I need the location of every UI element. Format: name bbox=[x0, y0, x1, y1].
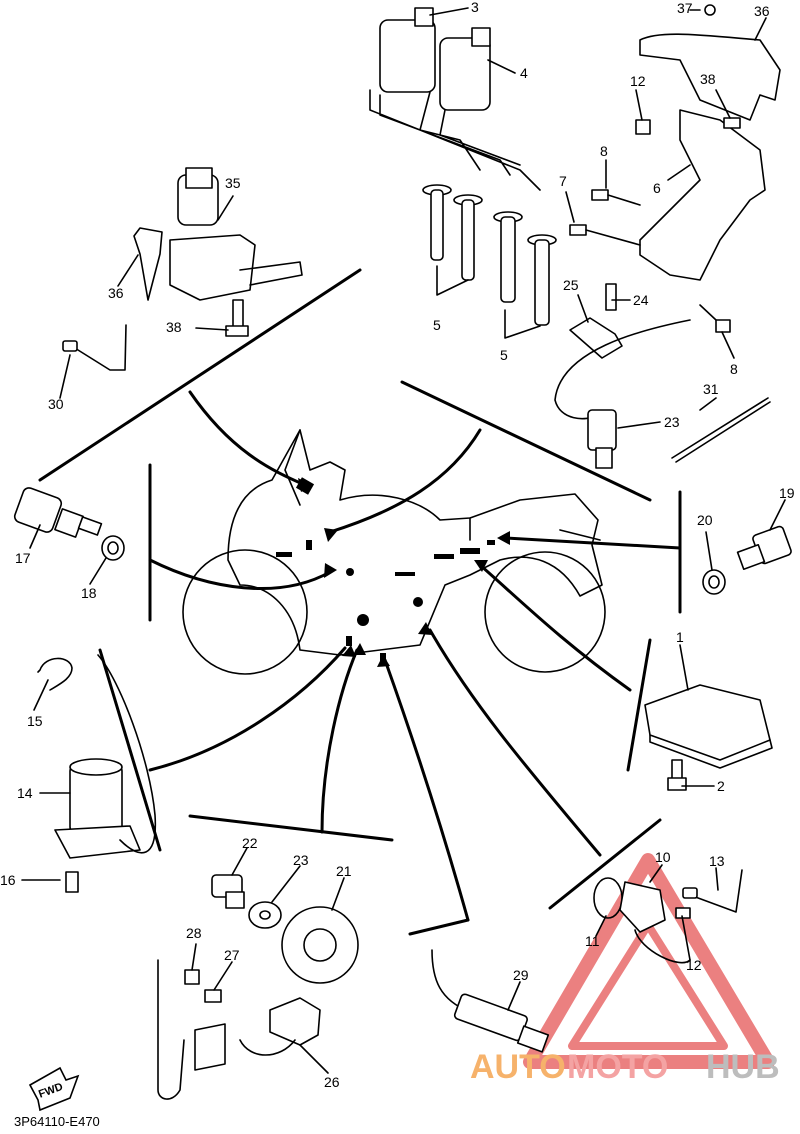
label-30: 29 bbox=[513, 967, 529, 983]
label-8-upper: 8 bbox=[600, 143, 608, 159]
leader-lines bbox=[38, 268, 682, 936]
label-28: 27 bbox=[224, 947, 240, 963]
label-3: 3 bbox=[471, 0, 479, 15]
label-17: 17 bbox=[15, 550, 31, 566]
label-2: 2 bbox=[717, 778, 725, 794]
motorcycle-outline bbox=[182, 429, 606, 675]
label-33: 36 bbox=[754, 3, 770, 19]
label-38: 38 bbox=[166, 319, 182, 335]
brackets bbox=[569, 4, 781, 333]
label-34: 37 bbox=[677, 0, 693, 16]
label-5-upper: 5 bbox=[433, 317, 441, 333]
sensor-assembly bbox=[554, 283, 771, 469]
label-23: 23 bbox=[293, 852, 309, 868]
locator-marks bbox=[276, 477, 495, 661]
label-21: 21 bbox=[336, 863, 352, 879]
label-12: 12 bbox=[686, 957, 702, 973]
watermark-hub: HUB bbox=[706, 1048, 780, 1086]
label-36: 35 bbox=[225, 175, 241, 191]
label-19: 19 bbox=[779, 485, 795, 501]
label-9: 12 bbox=[630, 73, 646, 89]
label-16: 16 bbox=[0, 872, 16, 888]
lead-wire bbox=[62, 324, 127, 371]
label-18: 18 bbox=[81, 585, 97, 601]
label-4: 4 bbox=[520, 65, 528, 81]
label-7: 7 bbox=[559, 173, 567, 189]
diagram-code: 3P64110-E470 bbox=[14, 1114, 100, 1129]
label-37: 36 bbox=[108, 285, 124, 301]
temp-sensor-right bbox=[702, 525, 792, 595]
label-13: 13 bbox=[709, 853, 725, 869]
label-32: 31 bbox=[703, 381, 719, 397]
label-22: 22 bbox=[242, 835, 258, 851]
watermark-triangle bbox=[523, 853, 775, 1069]
watermark-text: AUTO MOTO HUB bbox=[470, 1048, 780, 1086]
label-5-lower: 5 bbox=[500, 347, 508, 363]
label-11: 11 bbox=[585, 933, 600, 949]
label-35: 38 bbox=[700, 71, 716, 87]
watermark-moto: MOTO bbox=[567, 1048, 668, 1086]
temp-sensor-left bbox=[13, 487, 125, 561]
label-20: 20 bbox=[697, 512, 713, 528]
ecu-unit bbox=[644, 684, 773, 791]
label-leaders bbox=[21, 7, 786, 1074]
label-24: 23 bbox=[664, 414, 680, 430]
part-labels: 3 4 5 5 37 36 12 38 8 6 7 25 24 8 31 23 … bbox=[0, 0, 795, 1090]
label-6: 6 bbox=[653, 180, 661, 196]
label-15: 15 bbox=[27, 713, 43, 729]
label-27: 26 bbox=[324, 1074, 340, 1090]
label-8-lower: 8 bbox=[730, 361, 738, 377]
label-25: 24 bbox=[633, 292, 649, 308]
o2-sensor bbox=[431, 949, 550, 1053]
sensor-bracket-group bbox=[157, 959, 321, 1100]
sensor-right-group bbox=[593, 869, 743, 964]
sprocket-group bbox=[211, 874, 359, 984]
label-14: 14 bbox=[17, 785, 33, 801]
label-26: 25 bbox=[563, 277, 579, 293]
watermark-auto: AUTO bbox=[470, 1048, 566, 1086]
relay-left bbox=[37, 654, 157, 893]
fwd-arrow: FWD bbox=[28, 1066, 80, 1112]
label-29: 28 bbox=[186, 925, 202, 941]
label-10: 10 bbox=[655, 849, 671, 865]
label-1: 1 bbox=[676, 629, 684, 645]
leader-arrowheads bbox=[298, 478, 510, 667]
ignition-coils bbox=[369, 7, 541, 191]
spark-plug-caps bbox=[422, 184, 557, 339]
label-31: 30 bbox=[48, 396, 64, 412]
main-switch bbox=[133, 167, 303, 337]
